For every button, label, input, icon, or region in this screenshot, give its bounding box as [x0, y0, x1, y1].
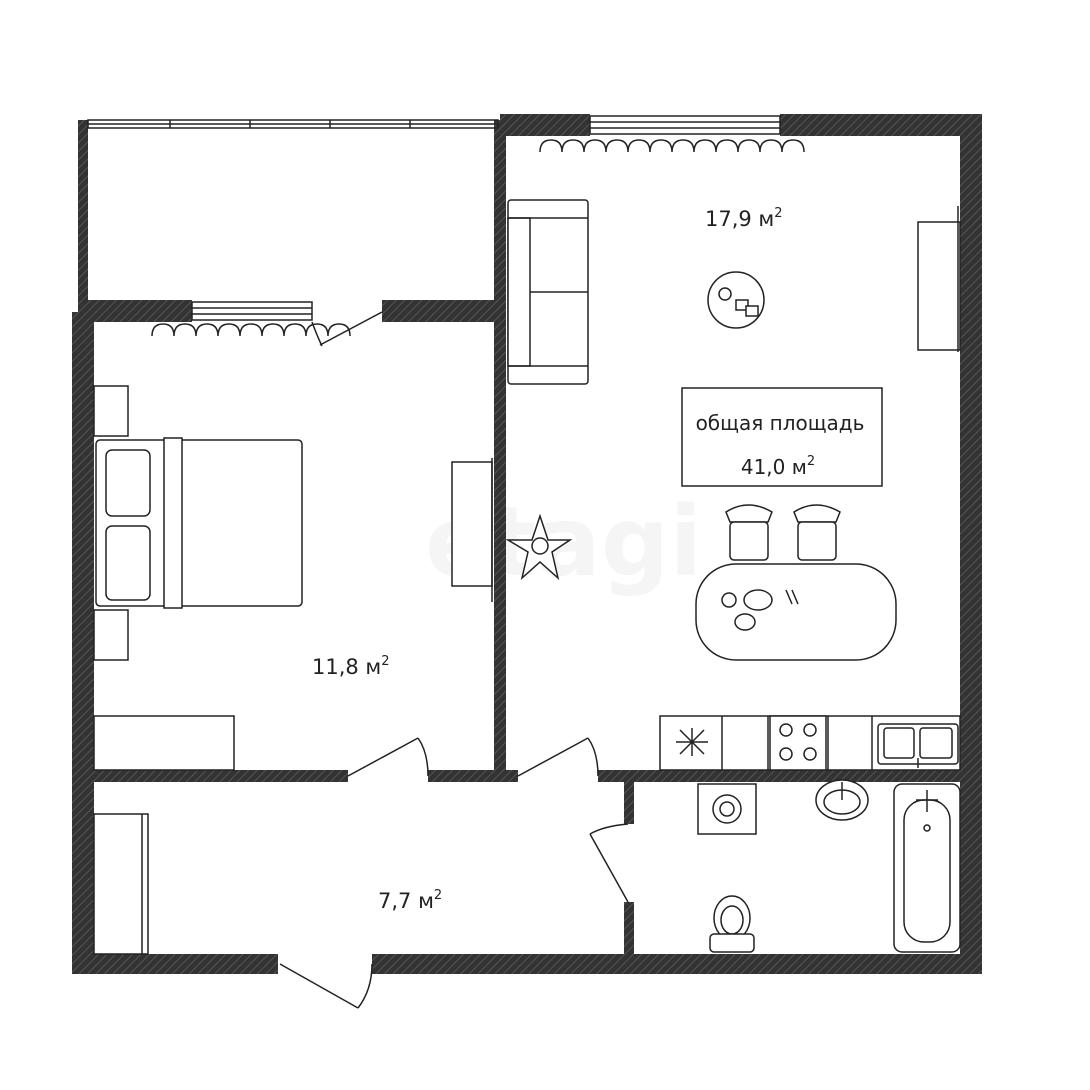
window-bedroom — [191, 301, 313, 321]
sofa — [507, 199, 589, 385]
houseplant-living — [505, 513, 573, 581]
area-label-bedroom: 11,8 м2 — [312, 654, 390, 679]
total-area-value: 41,0 м2 — [741, 454, 815, 479]
bar-stools — [725, 504, 841, 561]
tv-cabinet — [917, 206, 961, 352]
total-area-caption: общая площадь — [696, 411, 865, 435]
bedroom-tv-stand — [451, 458, 493, 602]
bed — [95, 437, 303, 609]
bathtub — [893, 783, 961, 953]
balcony-door — [311, 311, 383, 347]
window-living — [589, 115, 781, 135]
curtain-bedroom — [151, 323, 351, 337]
toilet — [709, 895, 755, 953]
bathroom-sink — [815, 779, 869, 821]
washing-machine — [697, 783, 757, 835]
kitchen-sink — [877, 723, 959, 768]
walls — [72, 114, 982, 974]
coffee-table — [707, 271, 765, 329]
curtain-living — [539, 139, 805, 153]
area-label-living: 17,9 м2 — [705, 206, 783, 231]
bedroom-wardrobe — [93, 715, 235, 771]
nightstands — [93, 385, 129, 661]
fridge-snowflake-icon — [676, 728, 708, 756]
stove — [769, 715, 827, 771]
hallway-wardrobe — [93, 813, 149, 955]
doors — [279, 737, 629, 1009]
dining-table — [695, 563, 897, 661]
area-label-hallway: 7,7 м2 — [378, 888, 442, 913]
balcony-glazing — [87, 119, 499, 129]
area-box — [681, 387, 883, 487]
